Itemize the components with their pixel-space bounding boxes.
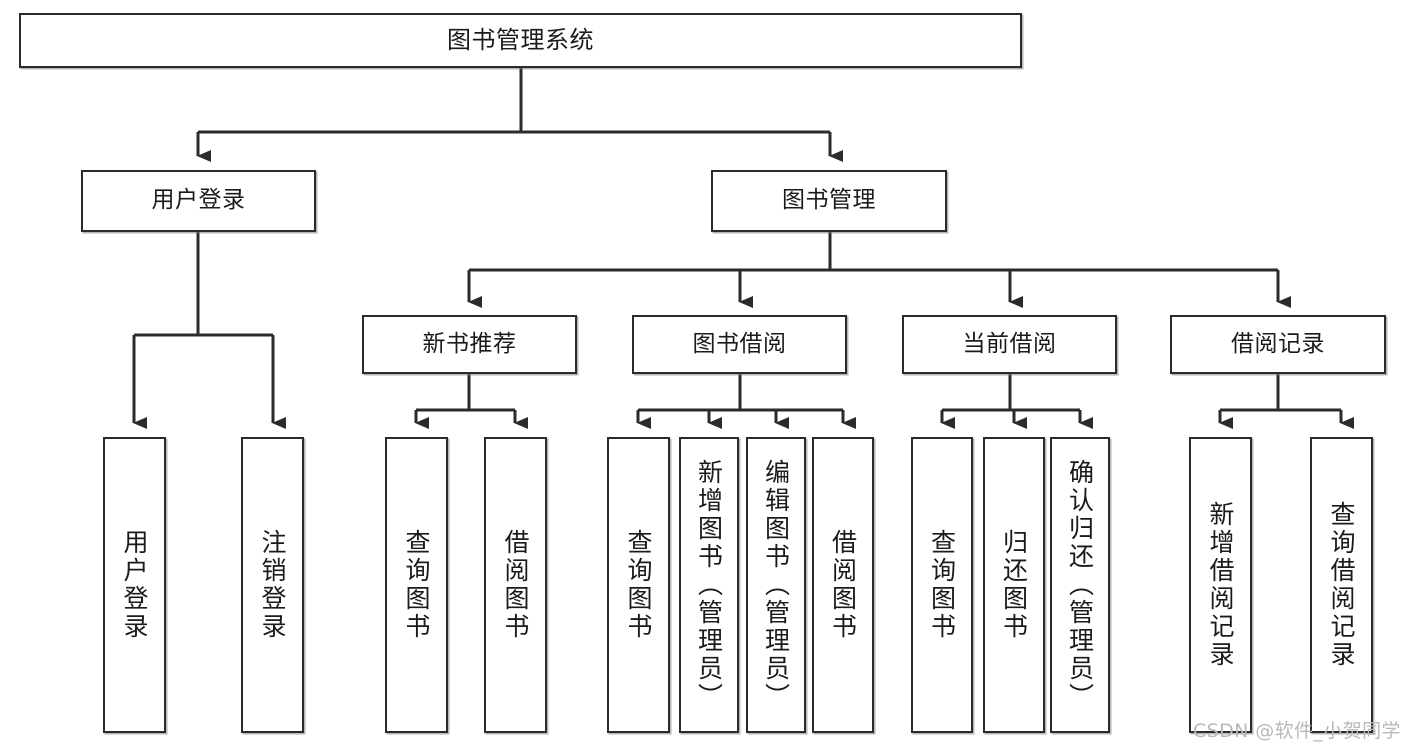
leaf-query-books-recommend-label: 查询图书 bbox=[402, 529, 431, 641]
node-root[interactable]: 图书管理系统 bbox=[19, 13, 1022, 68]
leaf-query-books-borrow[interactable]: 查询图书 bbox=[607, 437, 670, 733]
leaf-confirm-return-admin-label: 确认归还（管理员） bbox=[1065, 459, 1095, 711]
leaf-query-borrow-record[interactable]: 查询借阅记录 bbox=[1310, 437, 1373, 733]
node-book-borrow[interactable]: 图书借阅 bbox=[632, 315, 847, 374]
leaf-user-login[interactable]: 用户登录 bbox=[103, 437, 166, 733]
leaf-user-login-label: 用户登录 bbox=[120, 529, 149, 641]
leaf-return-books[interactable]: 归还图书 bbox=[983, 437, 1045, 733]
leaf-borrow-books-recommend-label: 借阅图书 bbox=[501, 529, 530, 641]
leaf-add-book-admin-label: 新增图书（管理员） bbox=[694, 459, 724, 711]
leaf-add-borrow-record-label: 新增借阅记录 bbox=[1206, 501, 1235, 669]
node-book-borrow-label: 图书借阅 bbox=[692, 330, 787, 357]
watermark: CSDN @软件_小贺同学 bbox=[1193, 720, 1401, 742]
leaf-query-books-borrow-label: 查询图书 bbox=[624, 529, 653, 641]
leaf-borrow-books[interactable]: 借阅图书 bbox=[812, 437, 874, 733]
leaf-logout-label: 注销登录 bbox=[258, 529, 287, 641]
leaf-borrow-books-label: 借阅图书 bbox=[828, 529, 858, 641]
leaf-logout[interactable]: 注销登录 bbox=[241, 437, 304, 733]
leaf-edit-book-admin[interactable]: 编辑图书（管理员） bbox=[746, 437, 806, 733]
leaf-query-books-current[interactable]: 查询图书 bbox=[911, 437, 973, 733]
leaf-query-books-current-label: 查询图书 bbox=[927, 529, 957, 641]
node-book-management[interactable]: 图书管理 bbox=[711, 170, 947, 232]
leaf-borrow-books-recommend[interactable]: 借阅图书 bbox=[484, 437, 547, 733]
node-borrow-record-label: 借阅记录 bbox=[1231, 330, 1325, 357]
node-current-borrow[interactable]: 当前借阅 bbox=[902, 315, 1117, 374]
node-current-borrow-label: 当前借阅 bbox=[962, 330, 1057, 357]
leaf-add-borrow-record[interactable]: 新增借阅记录 bbox=[1189, 437, 1252, 733]
node-user-login-label: 用户登录 bbox=[151, 187, 246, 214]
node-book-management-label: 图书管理 bbox=[782, 187, 876, 214]
leaf-query-borrow-record-label: 查询借阅记录 bbox=[1327, 501, 1356, 669]
leaf-confirm-return-admin[interactable]: 确认归还（管理员） bbox=[1050, 437, 1110, 733]
node-new-book-recommend[interactable]: 新书推荐 bbox=[362, 315, 577, 374]
leaf-query-books-recommend[interactable]: 查询图书 bbox=[385, 437, 448, 733]
leaf-return-books-label: 归还图书 bbox=[999, 529, 1029, 641]
node-root-label: 图书管理系统 bbox=[447, 26, 594, 55]
leaf-add-book-admin[interactable]: 新增图书（管理员） bbox=[679, 437, 739, 733]
node-user-login[interactable]: 用户登录 bbox=[81, 170, 316, 232]
node-new-book-recommend-label: 新书推荐 bbox=[422, 330, 517, 357]
leaf-edit-book-admin-label: 编辑图书（管理员） bbox=[761, 459, 791, 711]
node-borrow-record[interactable]: 借阅记录 bbox=[1170, 315, 1386, 374]
